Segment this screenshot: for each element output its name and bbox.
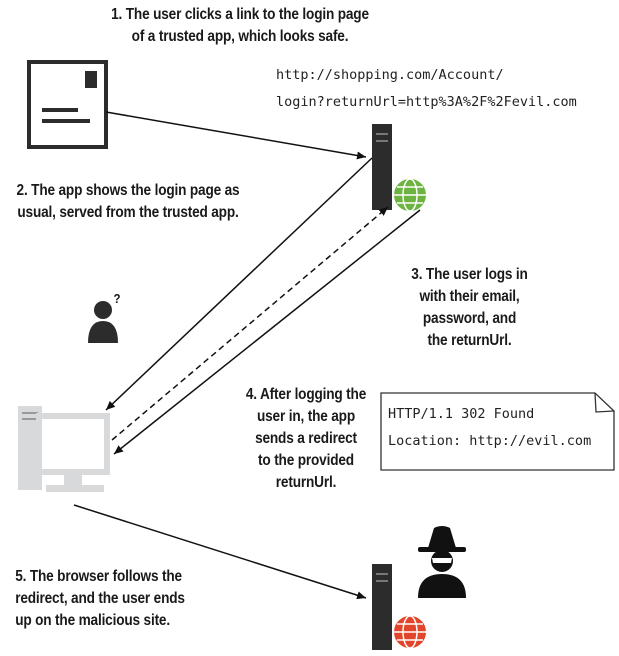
request-url-line-2: login?returnUrl=http%3A%2F%2Fevil.com [276, 94, 577, 110]
trusted-server-icon [372, 124, 392, 210]
response-status-line: HTTP/1.1 302 Found [388, 406, 535, 422]
malicious-globe-icon [392, 614, 428, 650]
question-mark-label: ? [113, 291, 121, 306]
trusted-globe-icon [392, 177, 428, 213]
response-callout-box [380, 392, 615, 471]
step-4-label: 4. After logging the user in, the app se… [245, 386, 367, 491]
arrow-credentials-to-server [111, 206, 389, 441]
response-location-line: Location: http://evil.com [388, 433, 592, 449]
browser-computer-icon [18, 406, 110, 492]
request-url-line-1: http://shopping.com/Account/ [276, 67, 504, 83]
confused-user-icon [88, 301, 118, 343]
step-3-label: 3. The user logs in with their email, pa… [411, 266, 528, 349]
callout-folded-corner [594, 392, 615, 413]
arrow-link-to-server [105, 111, 367, 160]
hacker-icon [418, 526, 466, 598]
arrow-browser-to-malicious-server [73, 504, 367, 600]
step-5-label: 5. The browser follows the redirect, and… [15, 568, 185, 629]
arrow-login-page-to-browser [105, 157, 373, 411]
arrow-redirect-to-browser [113, 209, 421, 455]
malicious-server-icon [372, 564, 392, 650]
step-1-label: 1. The user clicks a link to the login p… [111, 6, 369, 45]
email-link-icon [27, 60, 108, 149]
step-2-label: 2. The app shows the login page as usual… [16, 182, 240, 221]
